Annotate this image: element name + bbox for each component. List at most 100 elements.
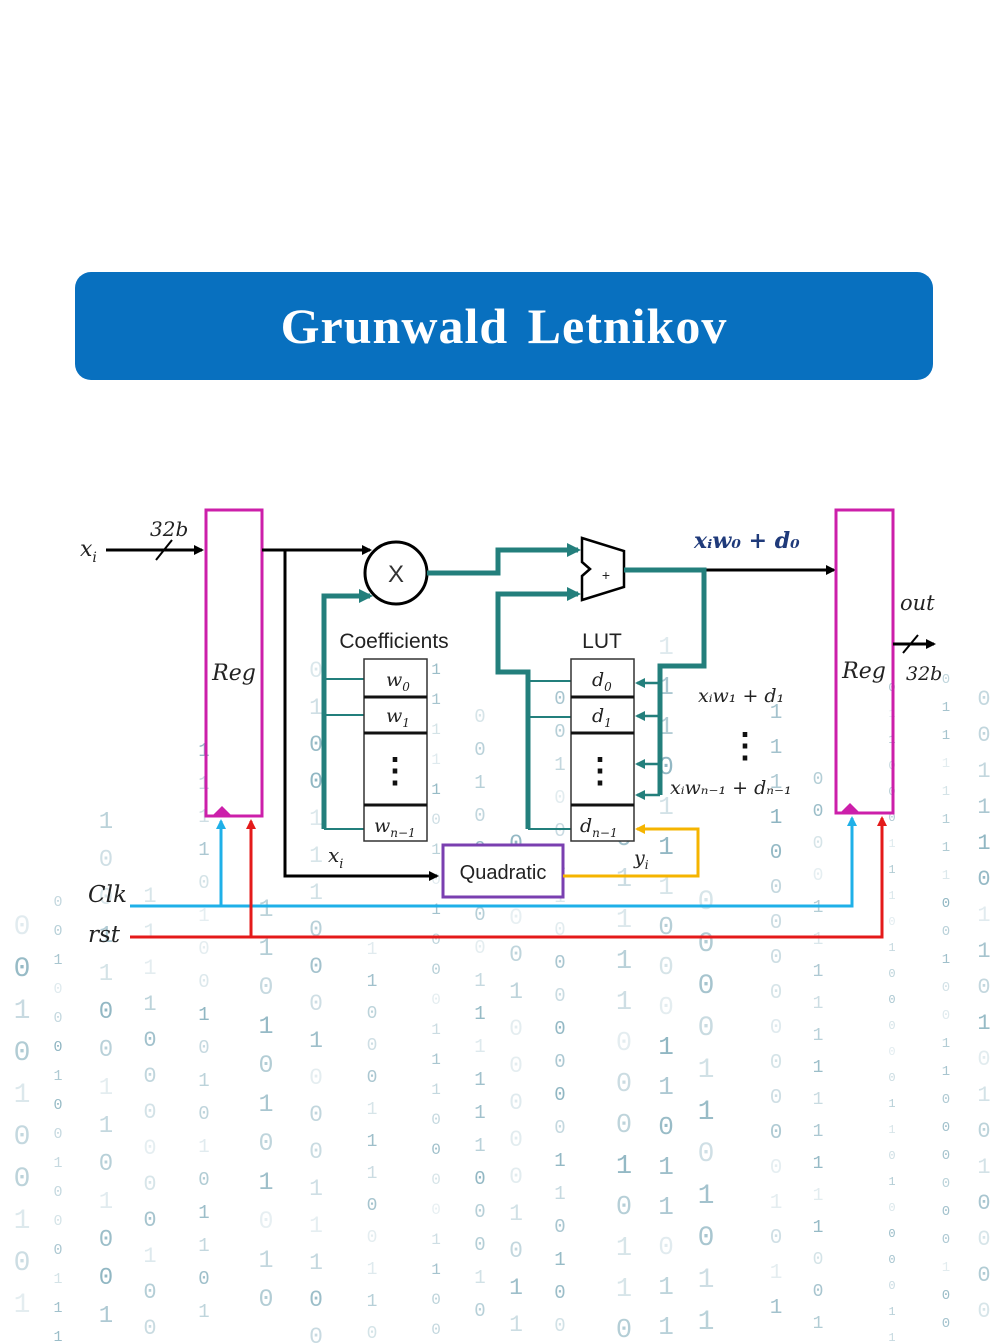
svg-text:1: 1 — [658, 1272, 674, 1302]
svg-text:0: 0 — [14, 1122, 31, 1153]
svg-text:0: 0 — [431, 1111, 441, 1129]
svg-text:1: 1 — [770, 737, 783, 760]
svg-text:1: 1 — [942, 728, 950, 744]
svg-text:0: 0 — [942, 1008, 950, 1024]
svg-text:1: 1 — [53, 1300, 62, 1317]
svg-text:1: 1 — [942, 812, 950, 828]
svg-text:1: 1 — [770, 1297, 783, 1320]
svg-text:1: 1 — [658, 632, 674, 662]
svg-text:0: 0 — [53, 981, 62, 998]
svg-text:0: 0 — [474, 805, 485, 827]
svg-text:0: 0 — [431, 1171, 441, 1189]
lut-memory: d0 d1 ⋮ dn−1 — [570, 658, 635, 842]
svg-text:0: 0 — [474, 1300, 485, 1322]
svg-text:0: 0 — [658, 1232, 674, 1262]
svg-text:1: 1 — [977, 903, 990, 928]
svg-text:1: 1 — [258, 1012, 273, 1041]
svg-text:1: 1 — [813, 1122, 824, 1142]
wire-lut-to-adder — [495, 587, 581, 829]
svg-text:0: 0 — [770, 1087, 783, 1110]
svg-text:0: 0 — [888, 993, 895, 1007]
svg-text:1: 1 — [258, 895, 273, 924]
svg-text:0: 0 — [474, 1234, 485, 1256]
svg-text:0: 0 — [888, 1045, 895, 1059]
svg-text:1: 1 — [198, 740, 209, 762]
svg-text:0: 0 — [554, 1018, 565, 1040]
svg-text:0: 0 — [431, 961, 441, 979]
svg-text:1: 1 — [14, 1290, 31, 1321]
svg-text:0: 0 — [143, 1208, 156, 1233]
svg-text:1: 1 — [53, 1068, 62, 1085]
svg-text:1: 1 — [658, 832, 674, 862]
svg-text:1: 1 — [888, 1097, 895, 1111]
svg-text:0: 0 — [554, 1084, 565, 1106]
register-right-clock-notch — [840, 803, 860, 813]
svg-text:0: 0 — [53, 894, 62, 911]
svg-text:0: 0 — [698, 1139, 715, 1170]
svg-text:0: 0 — [367, 1324, 378, 1344]
svg-text:1: 1 — [813, 1314, 824, 1334]
feedback-label-n: xᵢwₙ₋₁ + dₙ₋₁ — [670, 777, 792, 799]
svg-text:0: 0 — [813, 866, 824, 886]
svg-text:0: 0 — [143, 1280, 156, 1305]
svg-text:0: 0 — [658, 952, 674, 982]
svg-text:0: 0 — [258, 1051, 273, 1080]
svg-text:1: 1 — [474, 1102, 485, 1124]
svg-text:1: 1 — [309, 1028, 323, 1054]
svg-text:1: 1 — [431, 1051, 441, 1069]
svg-text:1: 1 — [367, 1132, 378, 1152]
svg-text:1: 1 — [367, 1260, 378, 1280]
svg-text:0: 0 — [309, 1324, 323, 1344]
svg-text:0: 0 — [99, 1227, 113, 1254]
svg-text:1: 1 — [198, 1004, 209, 1026]
svg-text:0: 0 — [554, 721, 565, 743]
svg-text:0: 0 — [53, 1242, 62, 1259]
input-label: xi — [80, 537, 97, 566]
svg-text:1: 1 — [198, 773, 209, 795]
svg-text:0: 0 — [509, 905, 523, 931]
svg-text:0: 0 — [942, 924, 950, 940]
svg-text:0: 0 — [474, 739, 485, 761]
svg-text:0: 0 — [770, 1122, 783, 1145]
svg-text:0: 0 — [53, 923, 62, 940]
svg-text:1: 1 — [143, 920, 156, 945]
svg-text:0: 0 — [309, 991, 323, 1017]
svg-text:0: 0 — [474, 1168, 485, 1190]
svg-text:0: 0 — [367, 1228, 378, 1248]
svg-text:1: 1 — [431, 1021, 441, 1039]
svg-text:0: 0 — [616, 1316, 632, 1344]
svg-text:0: 0 — [888, 1253, 895, 1267]
svg-text:0: 0 — [509, 1016, 523, 1042]
svg-text:1: 1 — [942, 756, 950, 772]
svg-text:0: 0 — [309, 732, 323, 758]
svg-text:0: 0 — [977, 1047, 990, 1072]
svg-text:0: 0 — [53, 1213, 62, 1230]
svg-text:0: 0 — [942, 896, 950, 912]
svg-text:1: 1 — [309, 880, 323, 906]
svg-text:0: 0 — [367, 1068, 378, 1088]
svg-text:1: 1 — [770, 772, 783, 795]
svg-text:1: 1 — [431, 1081, 441, 1099]
svg-text:1: 1 — [888, 1305, 895, 1319]
svg-text:0: 0 — [53, 1097, 62, 1114]
svg-text:1: 1 — [309, 843, 323, 869]
svg-text:0: 0 — [813, 802, 824, 822]
lut-dn1: dn−1 — [580, 815, 618, 840]
svg-text:0: 0 — [143, 1028, 156, 1053]
svg-text:1: 1 — [474, 1036, 485, 1058]
svg-text:1: 1 — [309, 806, 323, 832]
svg-text:0: 0 — [616, 1070, 632, 1100]
svg-text:0: 0 — [770, 1052, 783, 1075]
svg-text:1: 1 — [367, 1292, 378, 1312]
feedback-label-1: xᵢw₁ + d₁ — [698, 685, 784, 707]
svg-text:1: 1 — [977, 1083, 990, 1108]
svg-text:1: 1 — [198, 1202, 209, 1224]
svg-text:1: 1 — [431, 691, 441, 709]
feedback-dots: ⋮ — [728, 727, 762, 765]
register-left — [204, 508, 264, 818]
svg-text:1: 1 — [698, 1181, 715, 1212]
svg-text:0: 0 — [367, 1036, 378, 1056]
svg-text:0: 0 — [509, 942, 523, 968]
svg-text:0: 0 — [143, 1100, 156, 1125]
